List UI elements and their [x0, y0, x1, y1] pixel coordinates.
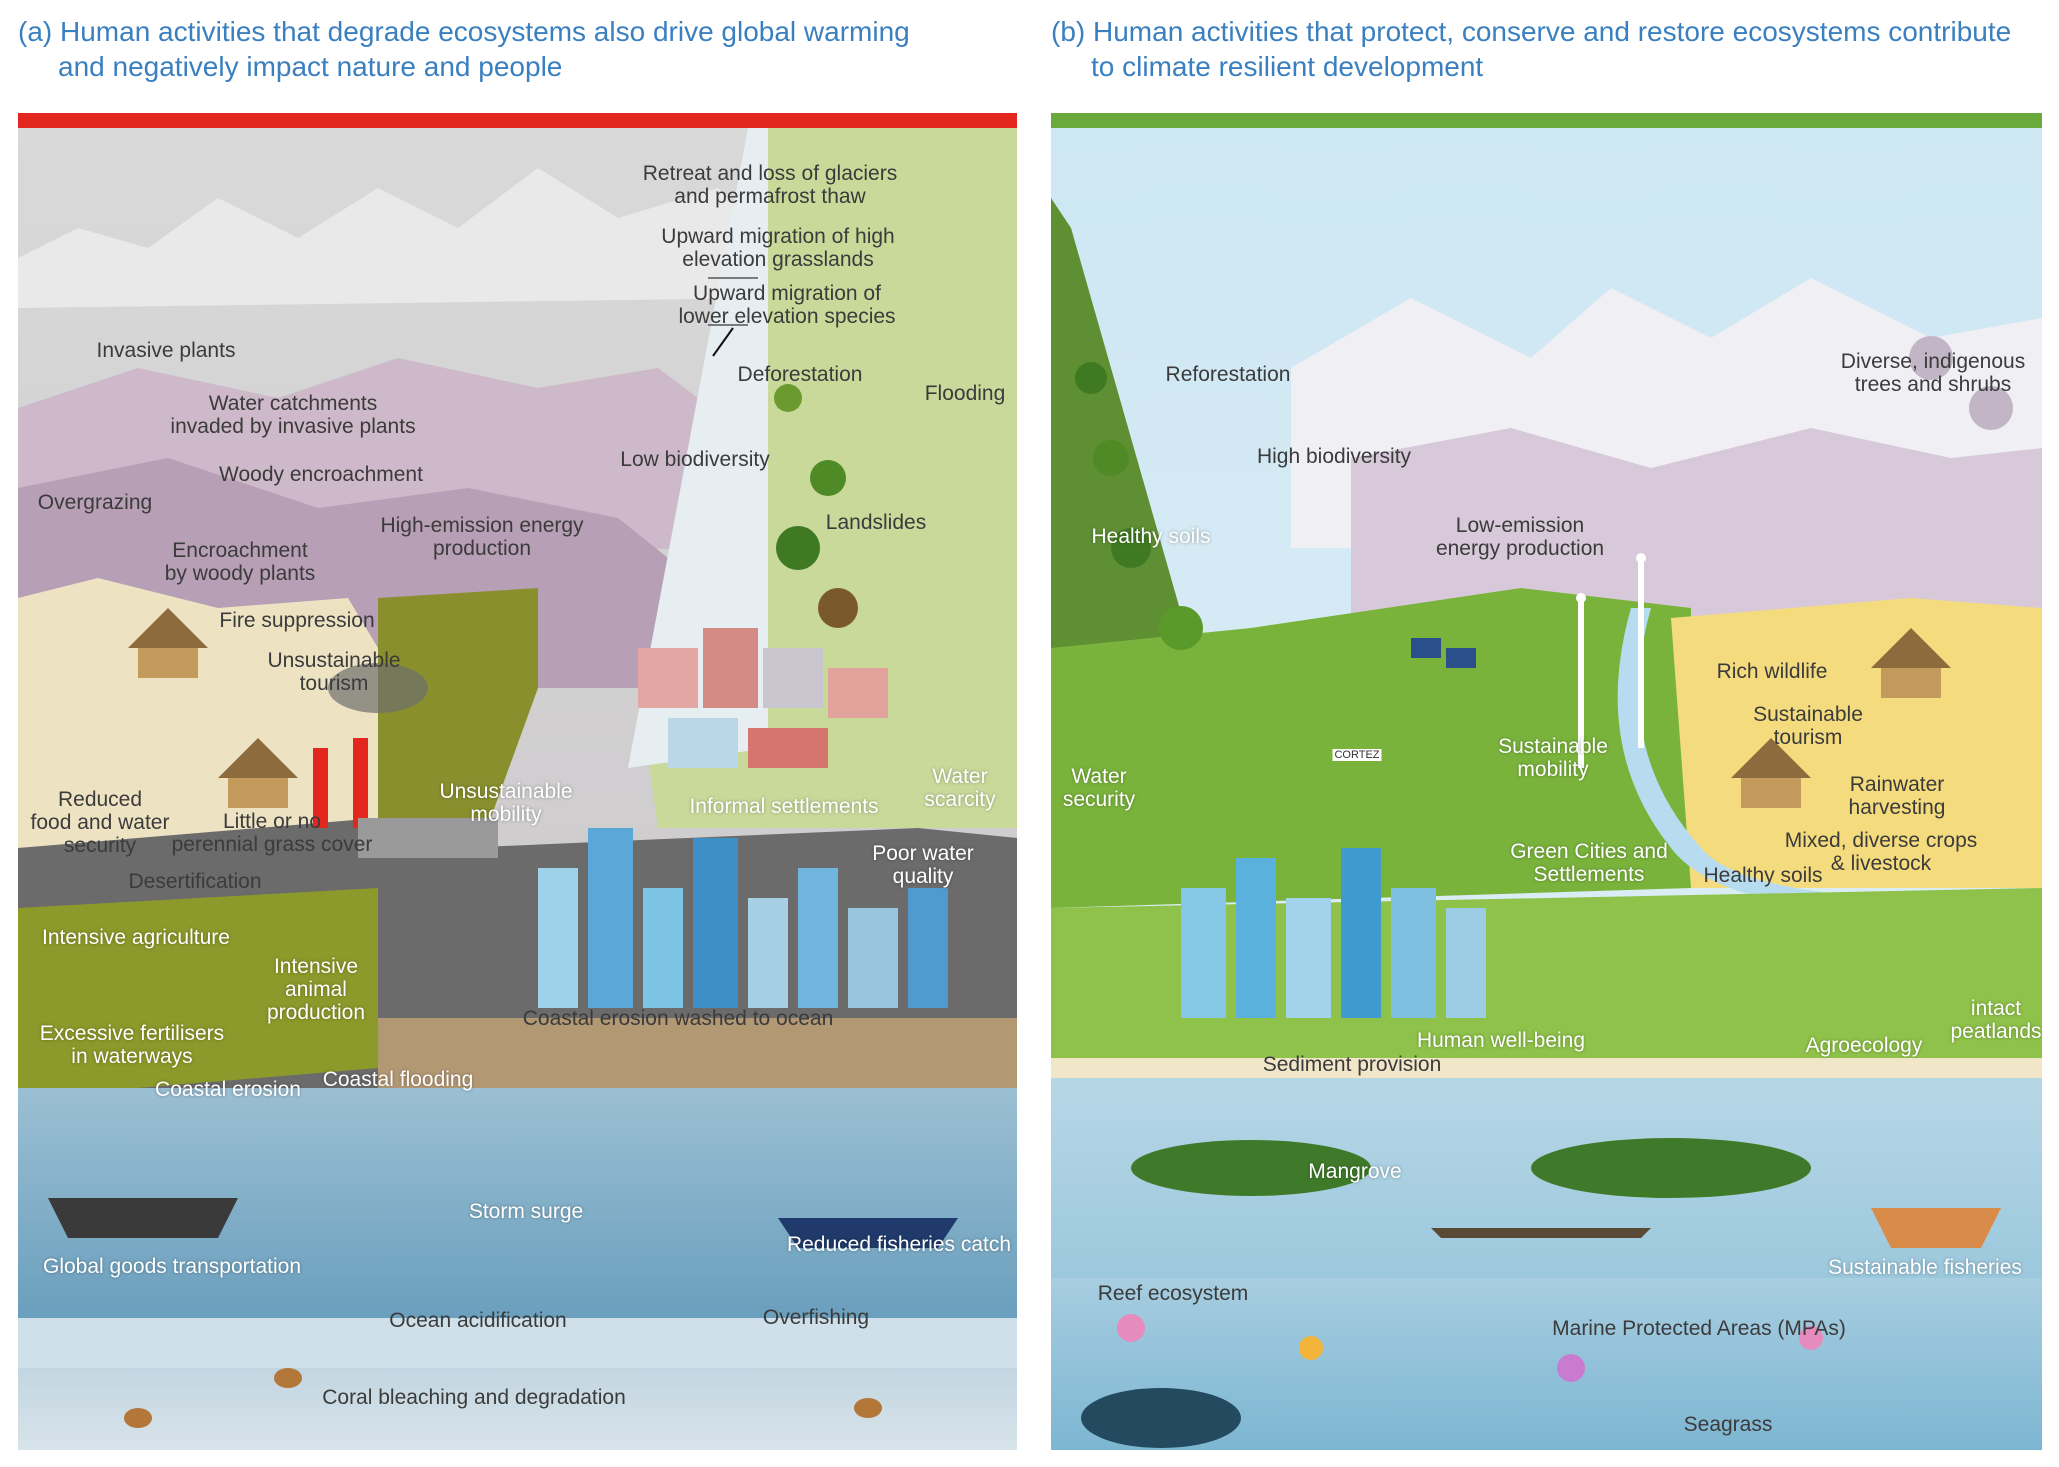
ocean-band [18, 1318, 1017, 1368]
label-mpas: Marine Protected Areas (MPAs) [1552, 1317, 1846, 1340]
label-informal-settlements: Informal settlements [689, 795, 879, 818]
mangroves [1131, 1138, 1811, 1198]
label-coastal-flooding: Coastal flooding [322, 1068, 474, 1091]
label-reforestation: Reforestation [1165, 363, 1291, 386]
label-mixed-crops: Mixed, diverse crops& livestock [1784, 829, 1978, 875]
reef-coral [1081, 1314, 1823, 1448]
label-fire-suppression: Fire suppression [219, 609, 375, 632]
snow-mountains [18, 168, 838, 308]
fishing-boat [1431, 1208, 2001, 1248]
label-flooding: Flooding [924, 382, 1006, 405]
label-deforestation: Deforestation [737, 363, 863, 386]
farmland [18, 888, 378, 1098]
label-coastal-erosion-washed: Coastal erosion washed to ocean [522, 1007, 834, 1030]
waterfall [628, 128, 768, 768]
label-healthy-soils-1: Healthy soils [1091, 525, 1211, 548]
panel-a-heading-line1: (a) Human activities that degrade ecosys… [18, 16, 910, 47]
panel-b-heading-line2: to climate resilient development [1091, 51, 1484, 82]
trees-b [1075, 336, 2013, 650]
label-reduced-fisheries: Reduced fisheries catch [786, 1233, 1012, 1256]
label-healthy-soils-2: Healthy soils [1703, 864, 1823, 887]
label-agroecology: Agroecology [1805, 1034, 1923, 1057]
panel-b-heading: (b) Human activities that protect, conse… [1051, 14, 2011, 84]
wind-turbines [1576, 553, 1646, 768]
migration-arrow [712, 327, 734, 357]
ships-a [48, 1198, 958, 1248]
label-coral-bleaching: Coral bleaching and degradation [322, 1386, 626, 1409]
label-invasive-plants: Invasive plants [96, 339, 236, 362]
panel-b-heading-line1: (b) Human activities that protect, conse… [1051, 16, 2012, 47]
city-green [1181, 848, 1486, 1018]
label-landslides: Landslides [825, 511, 927, 534]
label-intensive-agriculture: Intensive agriculture [42, 926, 230, 949]
sediment-beach [1051, 1058, 2042, 1078]
panel-b-scene [1051, 128, 2042, 1450]
informal-settlement-houses [638, 628, 888, 768]
label-coastal-erosion: Coastal erosion [155, 1078, 301, 1101]
huts-b [1731, 628, 1951, 808]
green-valley [1051, 588, 1691, 908]
label-reef-ecosystem: Reef ecosystem [1097, 1282, 1249, 1305]
label-rich-wildlife: Rich wildlife [1716, 660, 1828, 683]
panel-a-scene [18, 128, 1017, 1450]
label-overfishing: Overfishing [762, 1306, 870, 1329]
label-mangrove: Mangrove [1308, 1160, 1402, 1183]
label-human-wellbeing: Human well-being [1416, 1029, 1586, 1052]
label-woody-encroachment: Woody encroachment [219, 463, 423, 486]
label-sustainable-fisheries: Sustainable fisheries [1828, 1256, 2022, 1279]
label-storm-surge: Storm surge [468, 1200, 584, 1223]
eroding-coast [378, 1018, 1017, 1098]
label-high-biodiversity: High biodiversity [1256, 445, 1412, 468]
label-desertification: Desertification [128, 870, 262, 893]
label-overgrazing: Overgrazing [37, 491, 153, 514]
panel-a-heading-line2: and negatively impact nature and people [58, 51, 563, 82]
panel-b-green-bar [1051, 113, 2042, 128]
label-seagrass: Seagrass [1683, 1413, 1773, 1436]
solar-panels [1411, 638, 1476, 668]
truck-cargo-label: CORTEZ [1332, 749, 1382, 761]
label-global-goods: Global goods transportation [43, 1255, 301, 1278]
coral-rocks [124, 1368, 882, 1428]
label-low-biodiversity: Low biodiversity [620, 448, 770, 471]
label-sediment-provision: Sediment provision [1262, 1053, 1442, 1076]
ocean-floor [18, 1345, 1017, 1450]
city-skyline [538, 828, 948, 1008]
huts [128, 608, 298, 808]
panel-a-red-bar [18, 113, 1017, 128]
panel-a-heading: (a) Human activities that degrade ecosys… [18, 14, 910, 84]
yellow-savanna [1671, 598, 2042, 888]
trees-a [774, 384, 858, 628]
power-plant [313, 663, 498, 858]
label-ocean-acidification: Ocean acidification [389, 1309, 567, 1332]
